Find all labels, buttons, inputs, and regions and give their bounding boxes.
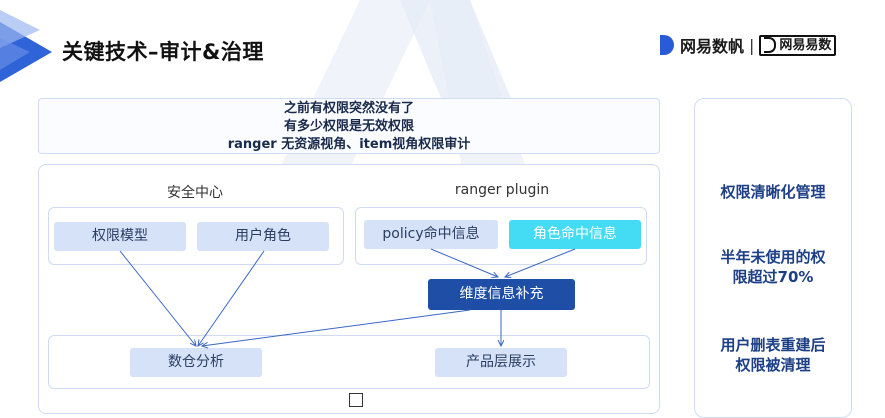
role-hit-info-chip: 角色命中信息 [509,220,641,249]
policy-hit-info-chip: policy命中信息 [364,220,498,249]
netease-shufan-logo-icon [660,35,674,55]
brand-logo: 网易数帆 | 网易易数 [660,34,837,56]
page-title: 关键技术–审计&治理 [62,40,264,64]
outcomes-box [694,98,852,418]
problem-line-3: ranger 无资源视角、item视角权限审计 [227,137,471,152]
problem-line-2: 有多少权限是无效权限 [283,119,414,134]
product-layer-display-chip: 产品层展示 [435,348,567,377]
logo-main-text: 网易数帆 [680,37,745,56]
logo-separator: | [749,35,755,55]
permission-model-chip: 权限模型 [54,222,186,251]
problem-statement-box: 之前有权限突然没有了 有多少权限是无效权限 ranger 无资源视角、item视… [38,98,660,154]
ranger-plugin-title: ranger plugin [454,182,550,198]
problem-line-1: 之前有权限突然没有了 [283,101,414,116]
outcome-dropped-table: 用户删表重建后 权限被清理 [694,335,852,375]
small-square-marker [349,393,363,407]
outcome-unused-line-1: 半年未使用的权 [720,248,826,266]
security-center-title: 安全中心 [167,185,223,201]
logo-sub-text: 网易易数 [779,37,832,53]
user-role-chip: 用户角色 [197,222,329,251]
outcome-unused-line-2: 限超过70% [732,268,814,286]
outcome-clear-management: 权限清晰化管理 [720,183,826,201]
outcome-dropped-line-2: 权限被清理 [735,356,811,374]
yishu-logo-icon [764,37,777,53]
logo-sub-badge: 网易易数 [759,34,837,56]
dimension-supplement-chip: 维度信息补充 [428,279,575,310]
outcome-dropped-line-1: 用户删表重建后 [720,336,826,354]
data-warehouse-analysis-chip: 数仓分析 [130,348,262,377]
outcome-unused-permissions: 半年未使用的权 限超过70% [694,247,852,287]
